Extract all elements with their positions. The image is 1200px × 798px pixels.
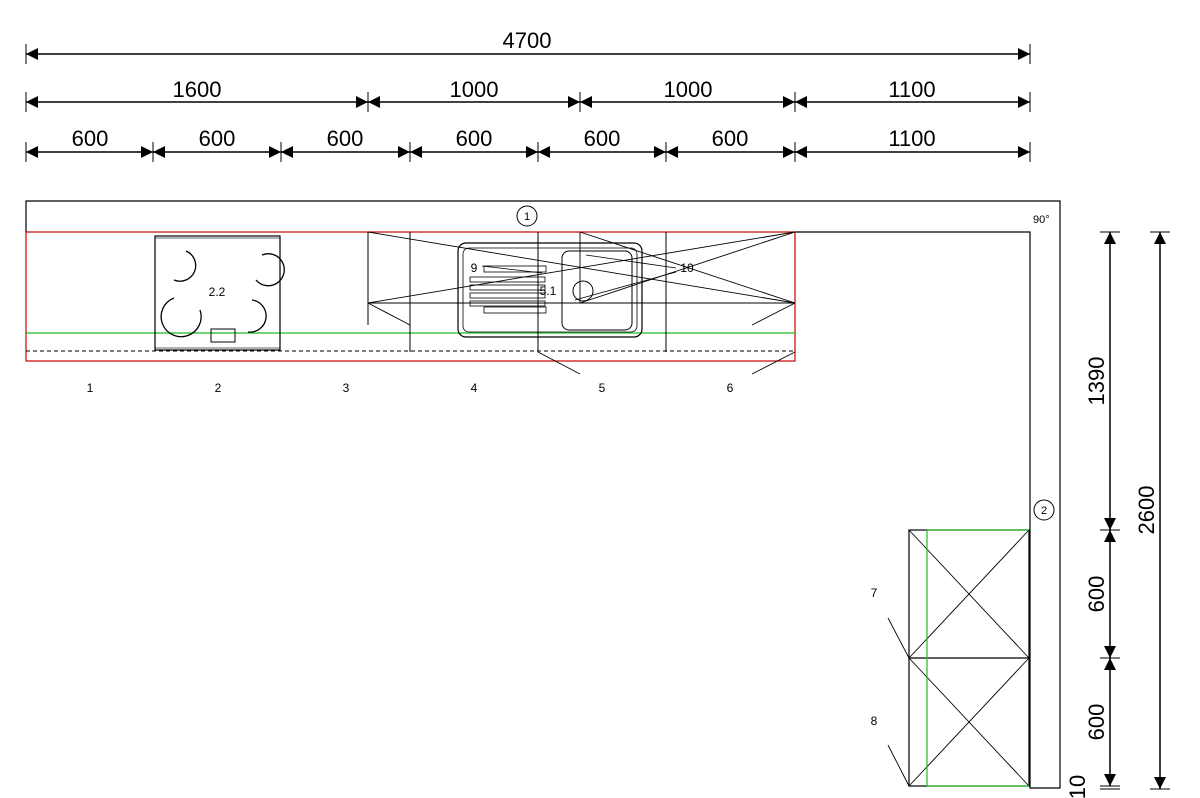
cabinet-numbers-top: 1 2 3 4 5 6 [87,381,734,395]
wall-marker-2: 2 [1033,499,1055,521]
dimension-row-2: 1600 1000 1000 1100 [25,77,1031,112]
hob-burner [160,297,202,338]
dimension-right-label: 10 [1065,775,1090,798]
dimension-right-label: 1390 [1084,357,1109,406]
dimension-overall-label: 4700 [503,28,552,53]
hob-burner [247,299,267,333]
wall-marker-1-label: 1 [524,211,530,223]
cabinet-number: 7 [871,586,878,600]
item-9-callout: 9 [471,261,543,275]
dimension-right-total: 2600 [1134,231,1170,790]
wall-outline [25,200,1061,789]
cabinet-number: 5 [599,381,606,395]
dimension-row3-label: 600 [72,126,109,151]
corner-angle-label: 90° [1033,214,1050,226]
dimension-row3-label: 600 [199,126,236,151]
dimension-row2-label: 1600 [173,77,222,102]
dimension-overall: 4700 [25,28,1031,64]
cabinet-number: 2 [215,381,222,395]
dimension-row-3: 600 600 600 600 600 600 1100 [25,126,1031,162]
cabinet-number: 4 [471,381,478,395]
hob: 2.2 [154,235,285,351]
dimension-row3-label: 600 [712,126,749,151]
dimension-row3-label: 1100 [888,126,935,151]
dimension-right-label: 600 [1084,704,1109,741]
side-cabinets: 7 8 [871,529,1030,787]
dimension-right-label: 600 [1084,576,1109,613]
wall-marker-2-label: 2 [1041,505,1047,517]
item-10-label: 10 [680,261,694,275]
wall-cabinet-crosses [367,231,796,326]
sink-label: 5.1 [540,284,557,298]
dimension-row2-label: 1000 [450,77,499,102]
cabinet-number: 3 [343,381,350,395]
sink: 5.1 [457,242,643,338]
item-9-label: 9 [471,261,478,275]
cabinet-dividers [367,232,667,352]
lower-leaders [537,351,796,375]
dimension-row3-label: 600 [327,126,364,151]
dimension-row2-label: 1000 [664,77,713,102]
hob-label: 2.2 [209,285,226,299]
item-10-callout: 10 [574,254,694,301]
cabinet-number: 6 [727,381,734,395]
wall-marker-1: 1 [516,205,538,227]
dimension-row2-label: 1100 [888,77,935,102]
dimension-right-total-label: 2600 [1134,486,1159,535]
dimension-row3-label: 600 [584,126,621,151]
cabinet-number: 1 [87,381,94,395]
hob-burner [255,253,285,287]
dimension-row3-label: 600 [456,126,493,151]
hob-burner [173,250,197,282]
dimension-right-segments: 1390 600 600 10 [1065,231,1120,798]
cabinet-number: 8 [871,714,878,728]
